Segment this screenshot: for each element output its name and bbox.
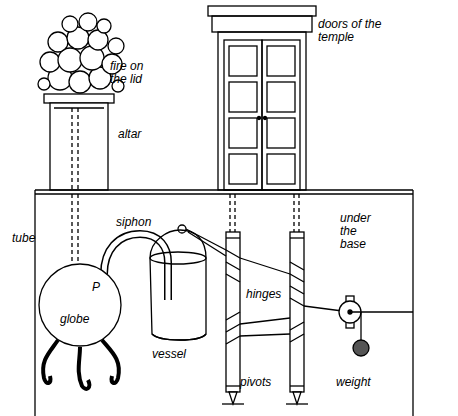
globe-outline — [38, 263, 122, 347]
globe-legs — [43, 340, 119, 389]
node-text: globe — [60, 313, 89, 326]
part-label: altar — [118, 128, 141, 141]
door-cords — [230, 194, 299, 232]
pivots — [222, 392, 308, 404]
tube — [72, 194, 78, 264]
part-label: doors of the temple — [318, 18, 382, 44]
weight-pulley — [339, 296, 413, 356]
part-label: under the base — [340, 212, 380, 251]
part-label: vessel — [152, 348, 186, 361]
part-label: siphon — [116, 216, 151, 229]
ropes — [186, 229, 350, 344]
globe-node: Pglobe — [38, 263, 122, 347]
door-axles — [226, 232, 304, 392]
temple-doors — [208, 6, 316, 190]
node-text: P — [92, 281, 100, 294]
part-label: pivots — [240, 376, 271, 389]
base-cutaway — [35, 190, 413, 416]
part-label: fire on the lid — [110, 60, 160, 86]
altar — [44, 94, 114, 190]
part-label: hinges — [246, 288, 281, 301]
part-label: weight — [336, 376, 371, 389]
vessel — [150, 225, 206, 340]
part-label: tube — [12, 232, 35, 245]
